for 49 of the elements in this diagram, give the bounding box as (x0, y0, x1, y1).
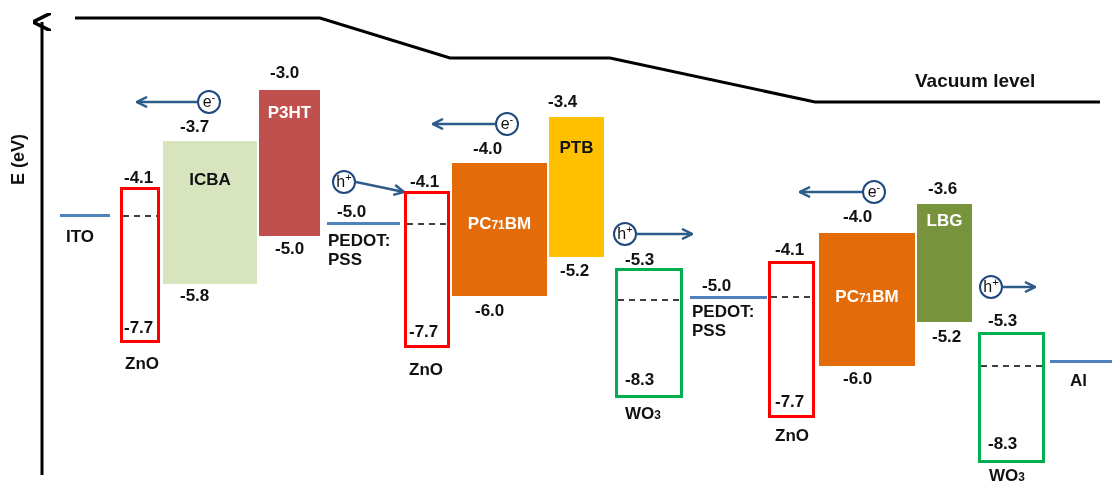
charge-symbol: e$^{-}$ (866, 183, 882, 201)
energy-value: -3.7 (180, 118, 210, 137)
annotation-label: Vacuum level (915, 70, 1036, 92)
energy-value: -3.6 (928, 180, 958, 199)
material-label: ZnO (409, 361, 443, 380)
charge-symbol: h$^{+}$ (616, 225, 634, 243)
axis-label: E (eV) (8, 134, 29, 185)
arrow (355, 180, 406, 197)
arrow (431, 117, 495, 131)
electrode-label: PEDOT: PSS (692, 303, 756, 341)
material-label: ZnO (775, 427, 809, 446)
material-label: PTB (558, 139, 595, 158)
energy-value: -5.2 (932, 328, 962, 347)
energy-value: -4.0 (473, 140, 503, 159)
energy-value: -5.0 (702, 277, 732, 296)
material-label: LBG (925, 212, 964, 231)
energy-value: -3.0 (270, 64, 300, 83)
material-label: P3HT (266, 104, 313, 123)
charge-symbol: h$^{+}$ (335, 173, 353, 191)
electrode-label: ITO (66, 228, 95, 247)
material-label: -7.7 (124, 319, 154, 338)
material-label: ZnO (125, 355, 159, 374)
charge-symbol: e$^{-}$ (499, 115, 515, 133)
energy-value: -3.4 (548, 93, 578, 112)
electrode-label: PEDOT: PSS (328, 232, 392, 270)
energy-value: -4.1 (775, 241, 805, 260)
material-label: -7.7 (775, 393, 805, 412)
energy-value: -4.1 (124, 169, 154, 188)
energy-value: -5.8 (180, 287, 210, 306)
energy-value: -6.0 (475, 302, 505, 321)
material-label: -8.3 (625, 371, 655, 390)
charge-symbol: h$^{+}$ (982, 278, 1000, 296)
electrode-label: Al (1070, 372, 1087, 391)
energy-value: -4.0 (843, 208, 873, 227)
material-label: ICBA (188, 171, 232, 190)
material-label: -8.3 (988, 435, 1018, 454)
arrow (1003, 280, 1037, 294)
energy-value: -5.2 (560, 262, 590, 281)
material-label: -7.7 (409, 323, 439, 342)
arrow (798, 185, 862, 199)
charge-symbol: e$^{-}$ (201, 93, 217, 111)
energy-value: -4.1 (410, 173, 440, 192)
energy-value: -5.0 (337, 203, 367, 222)
energy-value: -5.3 (625, 251, 655, 270)
energy-value: -6.0 (843, 370, 873, 389)
energy-value: -5.0 (275, 240, 305, 259)
arrow (637, 227, 694, 241)
arrow (135, 95, 197, 109)
energy-value: -5.3 (988, 312, 1018, 331)
